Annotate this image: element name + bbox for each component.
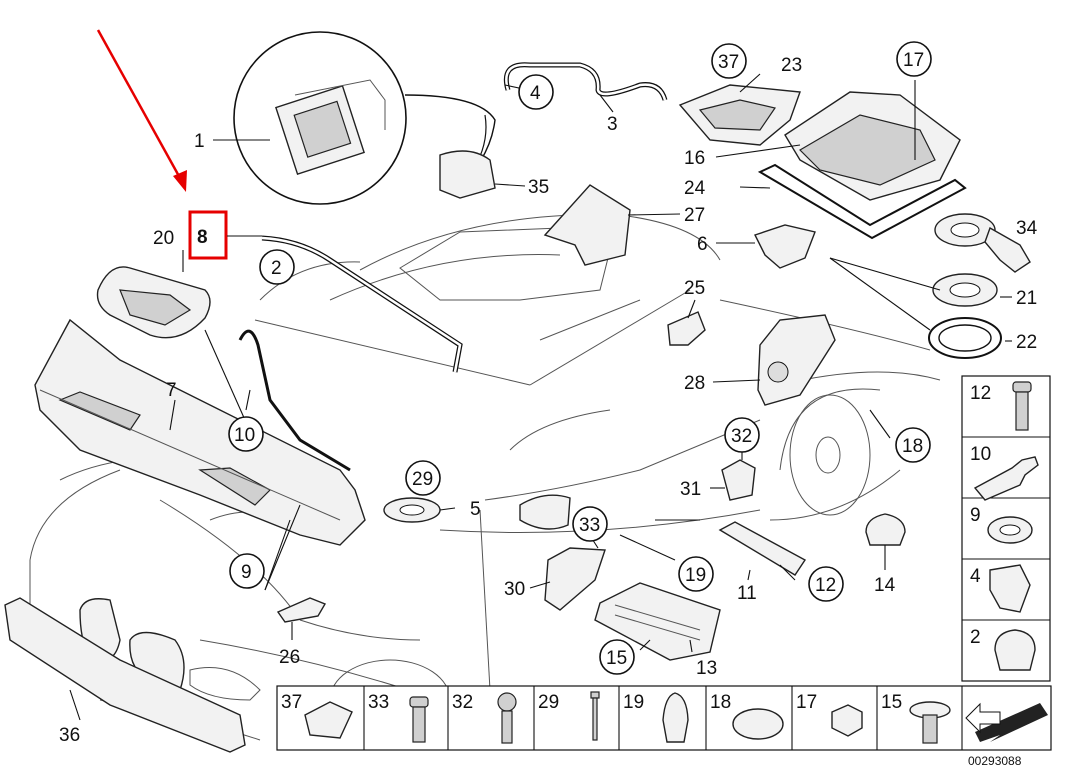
side-legend-item-1: 12 — [970, 383, 991, 404]
callout-35: 35 — [528, 177, 549, 198]
callout-34: 34 — [1016, 218, 1038, 239]
arrow-icon — [975, 703, 1048, 742]
bottom-legend-item-1: 37 — [281, 692, 302, 713]
bottom-legend-item-6: 18 — [710, 692, 731, 713]
callout-6: 6 — [697, 234, 708, 255]
part-6-bracket — [754, 224, 816, 269]
part-10-hose — [238, 329, 351, 472]
highlight-arrow — [96, 29, 187, 192]
callout-18: 18 — [902, 436, 923, 457]
side-legend: 12 10 9 4 2 — [961, 375, 1051, 682]
callout-24: 24 — [684, 178, 706, 199]
part-30 — [544, 547, 606, 611]
bottom-legend-item-2: 33 — [368, 692, 389, 713]
bottom-legend-item-8: 15 — [881, 692, 902, 713]
callout-labels: 1 2 3 4 5 6 7 8 9 10 11 12 13 14 15 16 1… — [59, 50, 1038, 746]
callout-19: 19 — [685, 565, 706, 586]
callout-27: 27 — [684, 205, 705, 226]
callout-15: 15 — [606, 648, 627, 669]
callout-30: 30 — [504, 579, 525, 600]
bottom-legend: 37 33 32 29 19 18 17 15 — [276, 685, 1052, 751]
part-36-bumper — [4, 597, 246, 753]
callout-9: 9 — [241, 562, 252, 583]
callout-3: 3 — [607, 114, 618, 135]
callout-25: 25 — [684, 278, 705, 299]
side-legend-item-3: 9 — [970, 505, 981, 526]
callout-26: 26 — [279, 647, 300, 668]
part-24-seal — [757, 163, 967, 240]
bottom-legend-item-4: 29 — [538, 692, 559, 713]
part-25 — [667, 311, 706, 346]
callout-23: 23 — [781, 55, 802, 76]
callout-31: 31 — [680, 479, 701, 500]
callout-16: 16 — [684, 148, 705, 169]
bottom-legend-item-7: 17 — [796, 692, 817, 713]
part-26 — [276, 597, 327, 623]
callout-36: 36 — [59, 725, 80, 746]
callout-21: 21 — [1016, 288, 1037, 309]
diagram-code: 00293088 — [968, 754, 1022, 768]
callout-20: 20 — [153, 228, 174, 249]
callout-5: 5 — [470, 499, 481, 520]
callout-7: 7 — [166, 380, 177, 401]
callout-17: 17 — [903, 50, 924, 71]
side-legend-item-4: 4 — [970, 566, 981, 587]
bottom-legend-item-5: 19 — [623, 692, 644, 713]
callout-2: 2 — [271, 258, 282, 279]
part-27 — [543, 184, 631, 266]
part-15-plate — [594, 582, 721, 661]
callout-1: 1 — [194, 131, 205, 152]
callout-14: 14 — [874, 575, 896, 596]
part-28-panel — [757, 314, 836, 406]
callout-8: 8 — [197, 227, 208, 248]
part-22-ring — [928, 317, 1002, 359]
callout-13: 13 — [696, 658, 717, 679]
part-14 — [865, 513, 906, 546]
callout-33: 33 — [579, 515, 600, 536]
callout-4: 4 — [530, 83, 541, 104]
side-legend-item-5: 2 — [970, 627, 981, 648]
callout-37: 37 — [718, 52, 739, 73]
callout-11: 11 — [737, 583, 757, 604]
callout-12: 12 — [815, 575, 836, 596]
part-11-strip — [718, 521, 807, 576]
callout-29: 29 — [412, 469, 433, 490]
part-35 — [439, 150, 496, 199]
part-31 — [721, 459, 756, 501]
side-legend-item-2: 10 — [970, 444, 991, 465]
bottom-legend-item-3: 32 — [452, 692, 473, 713]
part-1-detail — [233, 31, 496, 205]
callout-10: 10 — [234, 425, 255, 446]
callout-32: 32 — [731, 426, 752, 447]
highlight-box — [188, 210, 228, 260]
callout-28: 28 — [684, 373, 705, 394]
callout-22: 22 — [1016, 332, 1037, 353]
part-7-cowl — [34, 318, 366, 546]
